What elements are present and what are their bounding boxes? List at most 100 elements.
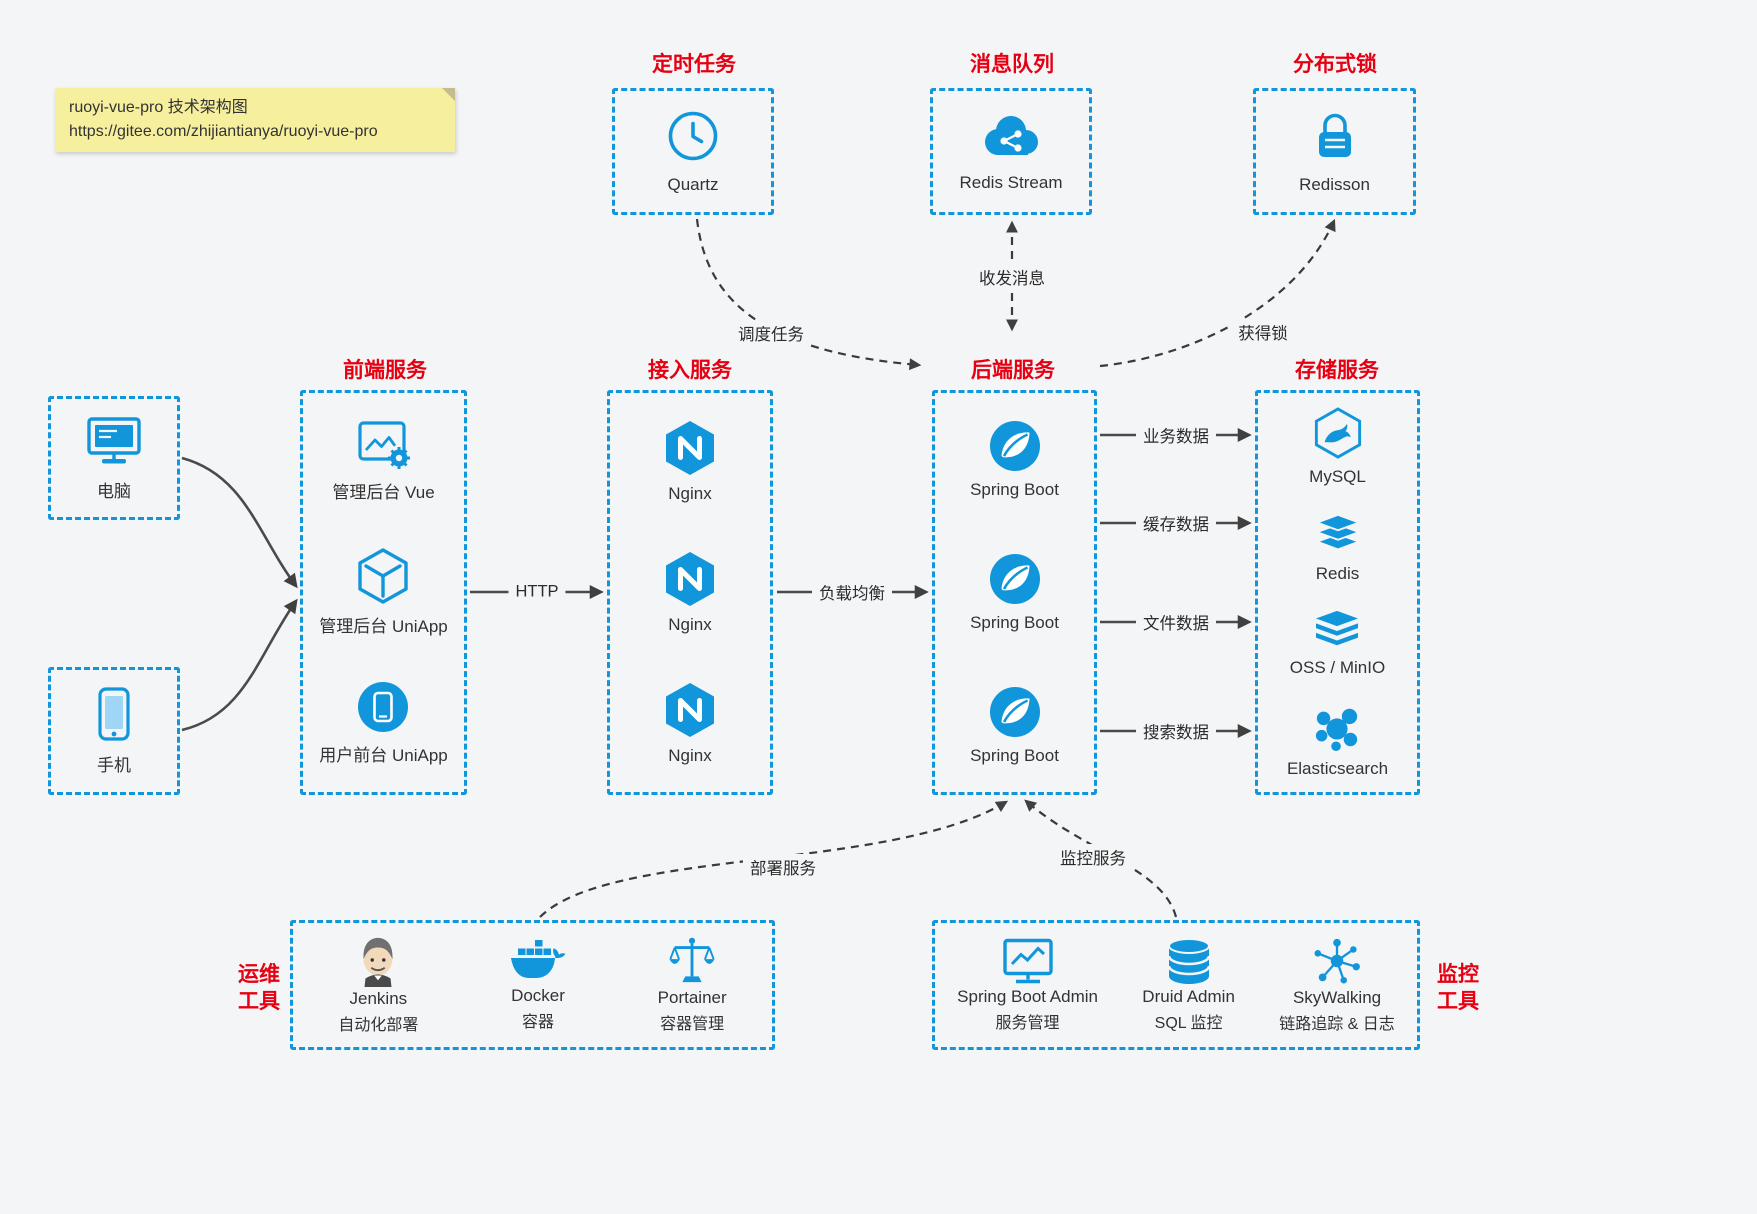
monitor-item-desc: 服务管理 xyxy=(995,1015,1060,1032)
monitoring-tools-title: 监控 工具 xyxy=(1437,961,1479,1015)
storage-item-label: MySQL xyxy=(1309,467,1366,486)
deploy-edge-label: 部署服务 xyxy=(743,854,823,880)
mobile-client-box: 手机 xyxy=(48,667,180,795)
file-data-edge-label: 文件数据 xyxy=(1136,609,1216,635)
ops-item-name: Jenkins xyxy=(349,989,408,1008)
spring-boot-icon xyxy=(988,685,1042,739)
load-balance-edge-label: 负载均衡 xyxy=(812,579,892,605)
nginx-icon xyxy=(664,419,716,477)
backend-group-title: 后端服务 xyxy=(971,359,1055,382)
pc-label: 电脑 xyxy=(97,482,131,501)
edge-pc-to-frontend xyxy=(181,456,298,589)
storage-item-oss: OSS / MinIO xyxy=(1290,609,1385,678)
ops-title-line2: 工具 xyxy=(238,990,280,1013)
edge-mobile-to-frontend xyxy=(181,598,298,732)
ops-title-line1: 运维 xyxy=(238,963,280,986)
monitor-item-name: SkyWalking xyxy=(1292,988,1382,1007)
storage-group-box: MySQL Redis xyxy=(1255,390,1420,795)
gateway-item-nginx: Nginx xyxy=(664,681,716,766)
scheduler-group-title: 定时任务 xyxy=(652,53,736,76)
cloud-stream-icon xyxy=(978,111,1044,161)
oss-minio-icon xyxy=(1312,609,1362,651)
redis-stream-box: Redis Stream xyxy=(930,88,1092,215)
smartphone-icon xyxy=(96,686,132,742)
monitoring-tools-box: Spring Boot Admin 服务管理 Druid Admin SQL 监… xyxy=(932,920,1420,1050)
backend-item-label: Spring Boot xyxy=(970,613,1059,632)
monitor-item-desc: 链路追踪 & 日志 xyxy=(1279,1016,1395,1033)
storage-item-label: OSS / MinIO xyxy=(1289,658,1386,678)
spring-boot-admin-icon xyxy=(1001,937,1055,985)
admin-vue-icon xyxy=(356,419,412,471)
nginx-icon xyxy=(664,681,716,739)
monitor-edge-label: 监控服务 xyxy=(1053,844,1133,870)
storage-item-label: Elasticsearch xyxy=(1286,758,1389,778)
sticky-note: ruoyi-vue-pro 技术架构图 https://gitee.com/zh… xyxy=(55,88,455,152)
backend-group-box: Spring Boot Spring Boot Spring Boot xyxy=(932,390,1097,795)
storage-item-mysql: MySQL xyxy=(1309,406,1366,487)
clock-icon xyxy=(666,109,720,163)
frontend-group-box: 管理后台 Vue 管理后台 UniApp 用户前台 UniApp xyxy=(300,390,467,795)
ops-item-portainer: Portainer 容器管理 xyxy=(658,936,727,1034)
edge-acquire-lock xyxy=(1099,218,1336,368)
gateway-item-label: Nginx xyxy=(668,615,712,634)
user-app-icon xyxy=(356,680,410,734)
backend-item-springboot: Spring Boot xyxy=(970,419,1059,500)
redis-icon xyxy=(1313,513,1363,557)
monitor-item-skywalking: SkyWalking 链路追踪 & 日志 xyxy=(1279,936,1395,1034)
pc-client-box: 电脑 xyxy=(48,396,180,520)
monitor-item-name: Druid Admin xyxy=(1142,987,1235,1006)
storage-group-title: 存储服务 xyxy=(1295,359,1379,382)
mysql-icon xyxy=(1313,406,1363,460)
schedule-edge-label: 调度任务 xyxy=(731,320,811,346)
backend-item-label: Spring Boot xyxy=(970,746,1059,765)
uniapp-box-icon xyxy=(356,547,410,605)
monitor-item-name: Spring Boot Admin xyxy=(957,987,1098,1006)
monitoring-title-line2: 工具 xyxy=(1437,990,1479,1013)
frontend-item-label: 用户前台 UniApp xyxy=(319,746,448,765)
portainer-scales-icon xyxy=(667,936,717,986)
cache-data-edge-label: 缓存数据 xyxy=(1136,510,1216,536)
quartz-box: Quartz xyxy=(612,88,774,215)
lock-icon xyxy=(1311,109,1359,163)
lock-edge-label: 获得锁 xyxy=(1231,319,1295,345)
frontend-item-label: 管理后台 UniApp xyxy=(319,616,448,636)
ops-item-name: Docker xyxy=(511,986,565,1005)
frontend-item-admin-vue: 管理后台 Vue xyxy=(332,419,435,503)
spring-boot-icon xyxy=(988,419,1042,473)
nginx-icon xyxy=(664,550,716,608)
ops-tools-title: 运维 工具 xyxy=(238,961,280,1015)
frontend-item-user-uniapp: 用户前台 UniApp xyxy=(319,680,448,766)
mobile-label: 手机 xyxy=(97,756,131,775)
desktop-icon xyxy=(85,414,143,468)
frontend-item-label: 管理后台 Vue xyxy=(332,483,435,502)
note-title: ruoyi-vue-pro 技术架构图 xyxy=(69,99,248,116)
spring-boot-icon xyxy=(988,552,1042,606)
redisson-box: Redisson xyxy=(1253,88,1416,215)
backend-item-label: Spring Boot xyxy=(970,480,1059,499)
monitor-item-sba: Spring Boot Admin 服务管理 xyxy=(957,937,1098,1033)
lock-group-title: 分布式锁 xyxy=(1293,53,1377,76)
frontend-item-admin-uniapp: 管理后台 UniApp xyxy=(319,547,448,637)
ops-item-docker: Docker 容器 xyxy=(509,938,567,1032)
quartz-label: Quartz xyxy=(667,174,719,194)
business-data-edge-label: 业务数据 xyxy=(1136,422,1216,448)
ops-item-jenkins: Jenkins 自动化部署 xyxy=(338,935,418,1035)
monitor-item-desc: SQL 监控 xyxy=(1154,1015,1223,1032)
elasticsearch-icon xyxy=(1311,704,1363,752)
ops-item-name: Portainer xyxy=(657,988,727,1007)
monitor-item-druid: Druid Admin SQL 监控 xyxy=(1142,937,1235,1033)
search-data-edge-label: 搜索数据 xyxy=(1136,718,1216,744)
database-icon xyxy=(1164,937,1214,985)
backend-item-springboot: Spring Boot xyxy=(970,552,1059,633)
gateway-item-label: Nginx xyxy=(668,746,712,765)
storage-item-redis: Redis xyxy=(1313,513,1363,584)
note-url: https://gitee.com/zhijiantianya/ruoyi-vu… xyxy=(69,123,378,140)
ops-item-desc: 容器 xyxy=(521,1014,554,1031)
ops-item-desc: 容器管理 xyxy=(660,1016,725,1033)
mq-group-title: 消息队列 xyxy=(970,53,1054,76)
redis-stream-label: Redis Stream xyxy=(959,172,1063,192)
gateway-item-label: Nginx xyxy=(668,484,712,503)
gateway-item-nginx: Nginx xyxy=(664,550,716,635)
